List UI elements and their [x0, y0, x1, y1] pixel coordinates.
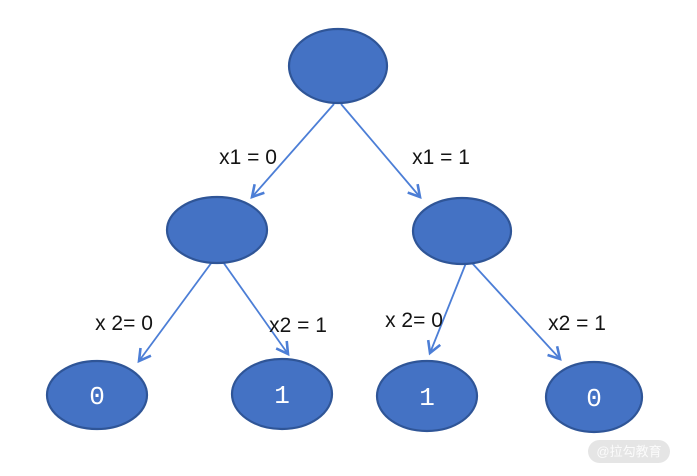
- edge-label-right-x2-0: x 2= 0: [385, 309, 443, 332]
- leaf-node-1: [45, 359, 149, 431]
- watermark-label: @拉勾教育: [596, 444, 661, 459]
- leaf-value-3: 1: [419, 383, 435, 413]
- edge-label-left-x2-0: x 2= 0: [95, 312, 153, 335]
- watermark: @拉勾教育: [588, 440, 670, 463]
- edge-right-x2-1: [471, 262, 562, 361]
- leaf-node-3: [375, 359, 479, 433]
- leaf-value-2: 1: [274, 381, 290, 411]
- leaf-node-4: [544, 360, 644, 434]
- internal-node-left: [165, 195, 269, 265]
- leaf-node-2: [230, 357, 334, 431]
- edge-label-x1-1: x1 = 1: [412, 146, 470, 169]
- edge-label-x1-0: x1 = 0: [219, 146, 277, 169]
- edge-x1-1: [340, 103, 422, 199]
- leaf-value-1: 0: [89, 382, 105, 412]
- edge-x1-0: [250, 103, 335, 199]
- edge-left-x2-0: [137, 261, 213, 364]
- edge-left-x2-1: [222, 261, 290, 357]
- edge-label-left-x2-1: x2 = 1: [269, 314, 327, 337]
- edge-right-x2-0: [426, 262, 467, 356]
- leaf-value-4: 0: [586, 384, 602, 414]
- internal-node-right: [411, 196, 513, 266]
- edge-label-right-x2-1: x2 = 1: [548, 312, 606, 335]
- root-node: [287, 27, 389, 105]
- watermark-pill: [588, 440, 670, 463]
